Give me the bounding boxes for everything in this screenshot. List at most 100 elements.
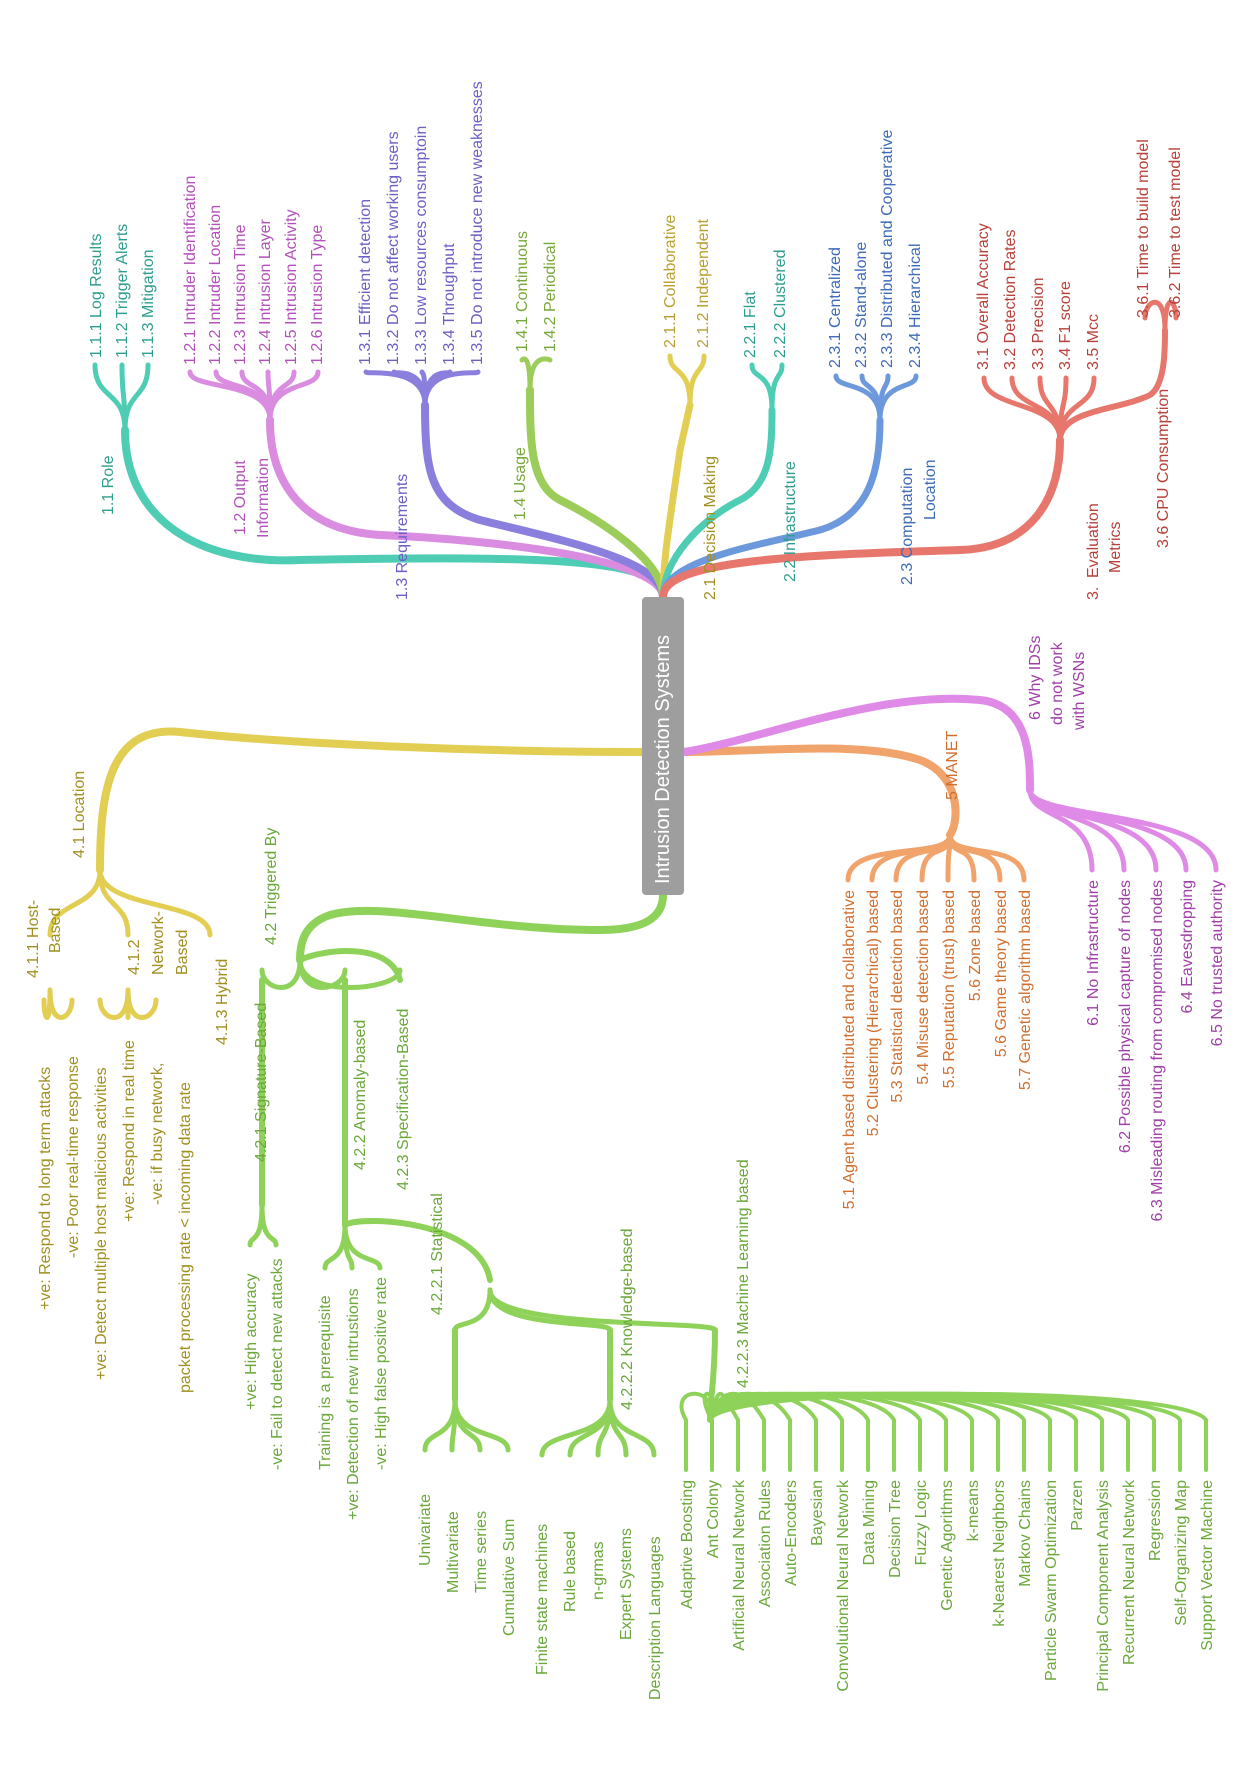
leaf-ml-6: Bayesian — [809, 1480, 826, 1546]
leaf-stat-4: Cumulative Sum — [501, 1519, 518, 1636]
leaf-5-3: 5.3 Statistical detection based — [889, 890, 906, 1103]
branch-2-3-label-a: 2.3 Computation — [899, 468, 916, 585]
fan-2-2-1 — [749, 362, 775, 413]
leaf-4-1-1-1: +ve: Respond to long term attacks — [37, 1067, 54, 1310]
leaf-2-1-1: 2.1.1 Collaborative — [662, 214, 679, 348]
leaf-2-3-1: 2.3.1 Centralized — [827, 247, 844, 368]
leaf-3-3: 3.3 Precision — [1030, 278, 1047, 371]
leaf-1-1-2: 1.1.2 Trigger Alerts — [114, 224, 131, 358]
leaf-5-8: 5.7 Genetic algorithm based — [1017, 890, 1034, 1090]
leaf-4-2-1-2: -ve: Fail to detect new attacks — [269, 1258, 286, 1470]
link-1-4 — [526, 386, 667, 601]
branch-4-2-1-label: 4.2.1 Signature-Based — [253, 1003, 270, 1162]
link-4-2-3 — [297, 948, 403, 983]
leaf-1-2-3: 1.2.3 Intrusion Time — [232, 224, 249, 365]
leaf-1-3-2: 1.3.2 Do not affect working users — [385, 131, 402, 365]
fan-4-2-a-1 — [259, 957, 303, 990]
fan-stat-4 — [452, 1397, 511, 1453]
branch-1-1-label: 1.1 Role — [100, 455, 117, 515]
leaf-stat-1: Univariate — [417, 1494, 434, 1566]
leaf-ml-14: Markov Chains — [1017, 1480, 1034, 1587]
leaf-4-2-1-1: +ve: High accuracy — [243, 1273, 260, 1410]
leaf-1-1-1: 1.1.1 Log Results — [88, 233, 105, 358]
link-3-6 — [1057, 327, 1168, 443]
fan-2-1-1 — [667, 353, 693, 408]
branch-4-2-2-3-label: 4.2.2.3 Machine Learning based — [735, 1159, 752, 1388]
leaf-4-2-2-1: Training is a prerequisite — [317, 1295, 334, 1470]
fan-4-2-2-subs-2 — [487, 1287, 613, 1333]
branch-4-1-2-label-b: Network- — [150, 911, 167, 975]
leaf-1-2-4: 1.2.4 Intrusion Layer — [257, 218, 274, 365]
leaf-3-6-1: 3.6.1 Time to build model — [1135, 139, 1152, 318]
leaf-1-3-4: 1.3.4 Throughput — [441, 243, 458, 365]
branch-6-label-a: 6 Why IDSs — [1027, 636, 1044, 720]
leaf-ml-5: Auto-Encoders — [783, 1480, 800, 1586]
fan-4-2-1-2 — [259, 1202, 279, 1248]
leaf-ml-17: Principal Component Analysis — [1095, 1480, 1112, 1692]
branch-6-label-b: do not work — [1049, 641, 1066, 725]
leaf-4-2-2-3: -ve: High false positive rate — [373, 1277, 390, 1470]
leaf-1-3-5: 1.3.5 Do not introduce new weaknesses — [469, 81, 486, 365]
leaf-6-1: 6.1 No Infrastructure — [1085, 880, 1102, 1026]
leaf-ml-7: Convolutional Neural Network — [835, 1479, 852, 1692]
leaf-2-3-2: 2.3.2 Stand-alone — [853, 242, 870, 368]
fan-2-3-4 — [877, 373, 919, 423]
branch-6-label-c: with WSNs — [1071, 652, 1088, 731]
leaf-3-6-2: 3.6.2 Time to test model — [1167, 147, 1184, 318]
branch-3-label-c: Metrics — [1107, 521, 1124, 573]
leaf-ml-9: Decision Tree — [887, 1480, 904, 1578]
leaf-ml-15: Particle Swarm Optimization — [1043, 1480, 1060, 1681]
leaf-know-3: n-grmas — [590, 1541, 607, 1600]
leaf-4-2-2-2: +ve: Detection of new intrustions — [345, 1288, 362, 1520]
link-4-1 — [96, 727, 646, 874]
leaf-stat-2: Multivariate — [445, 1511, 462, 1593]
leaf-1-4-1: 1.4.1 Continuous — [514, 231, 531, 352]
branch-4-1-label: 4.1 Location — [71, 771, 88, 858]
leaf-1-2-5: 1.2.5 Intrusion Activity — [283, 209, 300, 365]
leaf-3-1: 3.1 Overall Accuracy — [975, 223, 992, 370]
branch-2-2-label: 2.2 Infrastructure — [782, 461, 799, 582]
leaf-ml-4: Association Rules — [757, 1480, 774, 1607]
fan-4-1-1-2 — [47, 987, 75, 1020]
leaf-ml-2: Ant Colony — [705, 1480, 722, 1558]
root-label: Intrusion Detection Systems — [652, 635, 674, 884]
fan-4-2-2-1 — [322, 1222, 348, 1271]
branch-1-2-label-b: Information — [255, 458, 272, 538]
branch-4-1-2-label-a: 4.1.2 — [126, 939, 143, 975]
leaf-ml-1: Adaptive Boosting — [679, 1480, 696, 1609]
branch-4-2-2-1-label: 4.2.2.1 Statistical — [429, 1193, 446, 1315]
leaf-1-2-1: 1.2.1 Intruder Identification — [182, 176, 199, 365]
fan-5-8 — [947, 832, 1027, 883]
leaf-1-3-1: 1.3.1 Efficient detection — [357, 199, 374, 365]
leaf-2-3-3: 2.3.3 Distributed and Cooperative — [879, 130, 896, 368]
link-4-2-2-sub — [342, 1217, 493, 1283]
leaf-ml-21: Support Vector Machine — [1199, 1480, 1216, 1651]
fan-4-1-2-3 — [125, 987, 159, 1020]
leaf-ml-8: Data Mining — [861, 1480, 878, 1565]
fan-ml-21 — [708, 1391, 1208, 1472]
fan-1-2-6 — [267, 369, 321, 423]
leaf-ml-13: k-Nearest Neighbors — [991, 1480, 1008, 1627]
fan-1-4-2 — [527, 356, 553, 393]
leaf-know-5: Description Languages — [647, 1536, 664, 1700]
fan-4-1-2-1 — [97, 987, 131, 1020]
link-2-3 — [659, 416, 884, 601]
leaf-4-1-2-3: -ve: if busy network, — [149, 1063, 166, 1205]
branch-1-2-label-a: 1.2 Output — [232, 460, 249, 535]
fan-3-5 — [1057, 375, 1097, 443]
link-3 — [659, 436, 1064, 601]
fan-know-5 — [607, 1397, 657, 1458]
leaf-3-2: 3.2 Detection Rates — [1002, 229, 1019, 370]
leaf-5-5: 5.5 Reputation (trust) based — [941, 890, 958, 1088]
leaf-know-2: Rule based — [562, 1531, 579, 1612]
branch-4-2-label: 4.2 Triggered By — [263, 828, 280, 945]
branch-3-label-a: 3. — [1085, 587, 1102, 600]
branch-2-1-label: 2.1 Decision Making — [702, 456, 719, 600]
leaf-2-2-1: 2.2.1 Flat — [742, 291, 759, 358]
leaf-2-2-2: 2.2.2 Clustered — [772, 249, 789, 358]
link-4-2 — [296, 891, 667, 964]
fan-2-2-2 — [769, 362, 785, 413]
branch-4-1-3-label: 4.1.3 Hybrid — [214, 959, 231, 1045]
leaf-ml-3: Artificial Neural Network — [731, 1479, 748, 1651]
